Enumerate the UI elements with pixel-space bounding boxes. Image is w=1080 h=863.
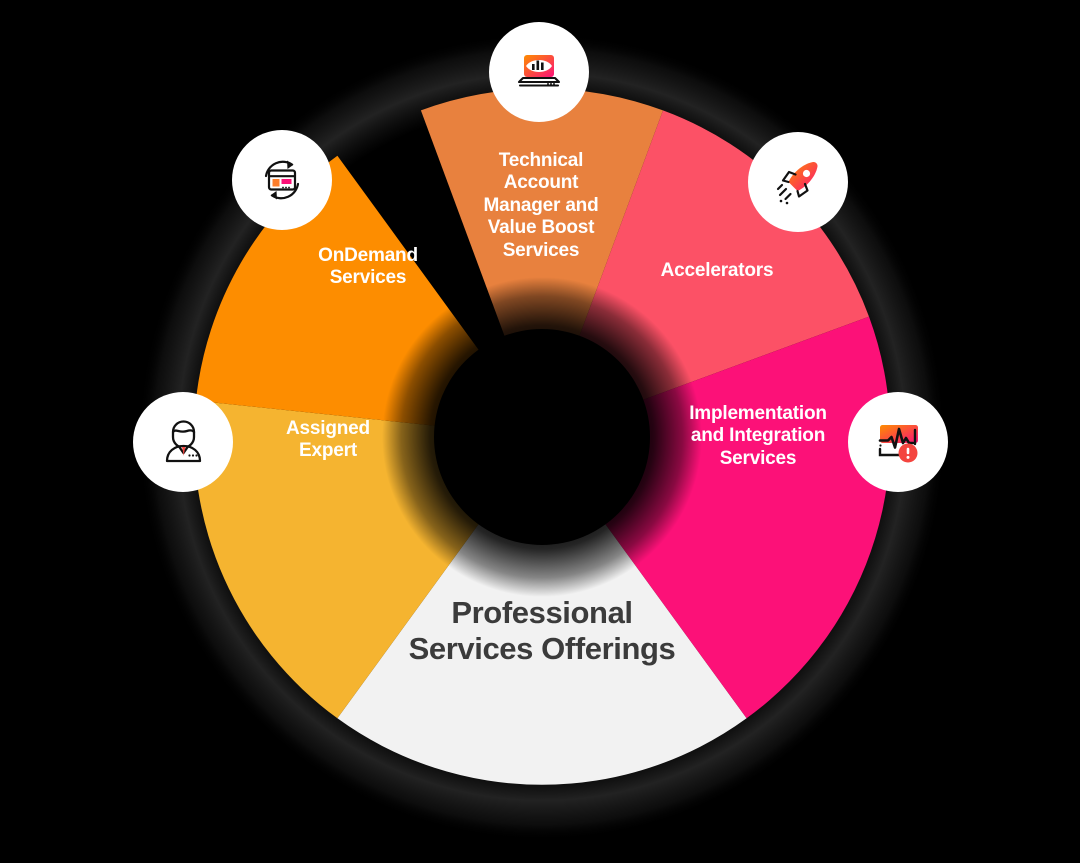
segment-professional-services-offerings[interactable] (337, 437, 747, 785)
refresh-window-icon (254, 152, 310, 208)
icon-bubble-accelerators[interactable] (748, 132, 848, 232)
icon-bubble-assigned-expert[interactable] (133, 392, 233, 492)
monitor-alert-icon (869, 413, 927, 471)
center-hole (437, 332, 647, 542)
rocket-icon (769, 153, 827, 211)
segment-technical-account-manager[interactable] (420, 88, 663, 438)
wheel-center-title: Professional Services Offerings (408, 595, 676, 667)
icon-bubble-technical-account-manager[interactable] (489, 22, 589, 122)
icon-bubble-implementation-integration[interactable] (848, 392, 948, 492)
icon-bubble-ondemand-services[interactable] (232, 130, 332, 230)
laptop-insights-icon (511, 44, 567, 100)
expert-person-icon (154, 413, 212, 471)
